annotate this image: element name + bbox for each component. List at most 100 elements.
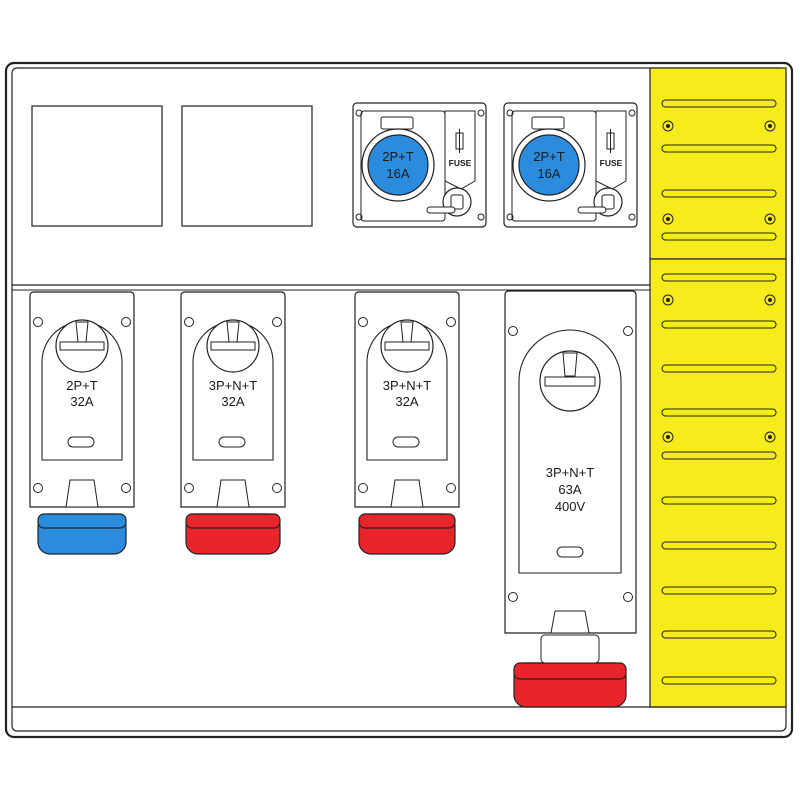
mount-screw-icon — [508, 326, 518, 336]
indicator-lamp — [556, 546, 584, 558]
mount-screw-icon — [355, 213, 363, 221]
switch-knob-handle — [601, 194, 615, 210]
selector-knob-icon — [384, 341, 430, 351]
plug-neck — [216, 479, 250, 508]
interlocked-socket-3: 3P+N+T 32A — [354, 291, 460, 555]
fused-socket-1: 2P+T 16A FUSE — [352, 102, 487, 228]
socket-hinge — [531, 116, 565, 130]
blank-module-1 — [31, 105, 163, 227]
fused-socket-2: 2P+T 16A FUSE — [503, 102, 638, 228]
mount-screw-icon — [623, 326, 633, 336]
strip-screw-icon — [662, 120, 674, 132]
side-strip-upper — [649, 67, 787, 260]
strip-screw-icon — [662, 213, 674, 225]
indicator-lamp — [218, 436, 246, 448]
mount-screw-icon — [358, 483, 368, 493]
switch-knob-handle — [450, 194, 464, 210]
strip-slot — [661, 586, 777, 595]
socket-rating-line2: 32A — [70, 394, 93, 409]
selector-knob-icon — [59, 341, 105, 351]
plug-neck — [65, 479, 99, 508]
blank-module-2 — [181, 105, 313, 227]
selector-pointer — [75, 321, 89, 343]
mount-screw-icon — [355, 109, 363, 117]
socket-rating-line2: 63A — [558, 482, 581, 497]
strip-slot — [661, 232, 777, 241]
selector-knob-icon — [544, 376, 596, 387]
mount-screw-icon — [446, 317, 456, 327]
strip-screw-center — [768, 298, 772, 302]
strip-slot — [661, 676, 777, 685]
mount-screw-icon — [623, 592, 633, 602]
socket-rating-line1: 2P+T — [533, 149, 564, 164]
socket-lid — [518, 134, 580, 196]
socket-outlet-collar — [540, 634, 600, 664]
strip-slot — [661, 451, 777, 460]
strip-screw-icon — [764, 294, 776, 306]
socket-rating-line2: 32A — [395, 394, 418, 409]
socket-lid — [367, 134, 429, 196]
strip-slot — [661, 408, 777, 417]
socket-outlet-ring — [185, 513, 281, 529]
strip-slot — [661, 273, 777, 282]
socket-outlet-ring — [37, 513, 127, 529]
mount-screw-icon — [121, 483, 131, 493]
strip-screw-icon — [764, 431, 776, 443]
mount-screw-icon — [184, 317, 194, 327]
socket-rating-line1: 2P+T — [382, 149, 413, 164]
strip-screw-center — [768, 435, 772, 439]
strip-slot — [661, 99, 777, 108]
strip-slot — [661, 541, 777, 550]
socket-rating-line2: 16A — [537, 166, 560, 181]
strip-screw-icon — [764, 213, 776, 225]
mount-screw-icon — [358, 317, 368, 327]
socket-rating-line2: 32A — [221, 394, 244, 409]
switch-lever — [577, 206, 607, 214]
strip-screw-center — [666, 298, 670, 302]
strip-screw-center — [768, 217, 772, 221]
mount-screw-icon — [508, 592, 518, 602]
large-socket: 3P+N+T 63A 400V — [504, 290, 637, 708]
selector-pointer — [400, 321, 414, 343]
mount-screw-icon — [446, 483, 456, 493]
strip-slot — [661, 364, 777, 373]
socket-rating-line2: 16A — [386, 166, 409, 181]
socket-rating-line3: 400V — [555, 499, 586, 514]
socket-rating-line1: 2P+T — [66, 378, 97, 393]
mount-screw-icon — [184, 483, 194, 493]
socket-outlet-ring — [513, 662, 627, 680]
mount-screw-icon — [33, 483, 43, 493]
plug-neck — [550, 610, 590, 634]
selector-pointer — [562, 352, 578, 377]
strip-screw-center — [666, 124, 670, 128]
side-strip-lower — [649, 258, 787, 708]
socket-rating-line1: 3P+N+T — [209, 378, 257, 393]
fuse-label: FUSE — [600, 158, 623, 168]
mount-screw-icon — [272, 483, 282, 493]
socket-rating-line1: 3P+N+T — [546, 465, 594, 480]
mount-screw-icon — [272, 317, 282, 327]
strip-screw-icon — [764, 120, 776, 132]
strip-screw-icon — [662, 431, 674, 443]
mount-screw-icon — [628, 109, 636, 117]
strip-screw-icon — [662, 294, 674, 306]
strip-screw-center — [768, 124, 772, 128]
mount-screw-icon — [628, 213, 636, 221]
strip-slot — [661, 630, 777, 639]
indicator-lamp — [67, 436, 95, 448]
strip-screw-center — [666, 435, 670, 439]
indicator-lamp — [392, 436, 420, 448]
strip-slot — [661, 496, 777, 505]
selector-knob-icon — [210, 341, 256, 351]
strip-slot — [661, 189, 777, 198]
fuse-label: FUSE — [449, 158, 472, 168]
socket-outlet-ring — [358, 513, 456, 529]
mount-screw-icon — [506, 213, 514, 221]
interlocked-socket-1: 2P+T 32A — [29, 291, 135, 555]
switch-lever — [426, 206, 456, 214]
socket-hinge — [380, 116, 414, 130]
strip-slot — [661, 320, 777, 329]
selector-pointer — [226, 321, 240, 343]
